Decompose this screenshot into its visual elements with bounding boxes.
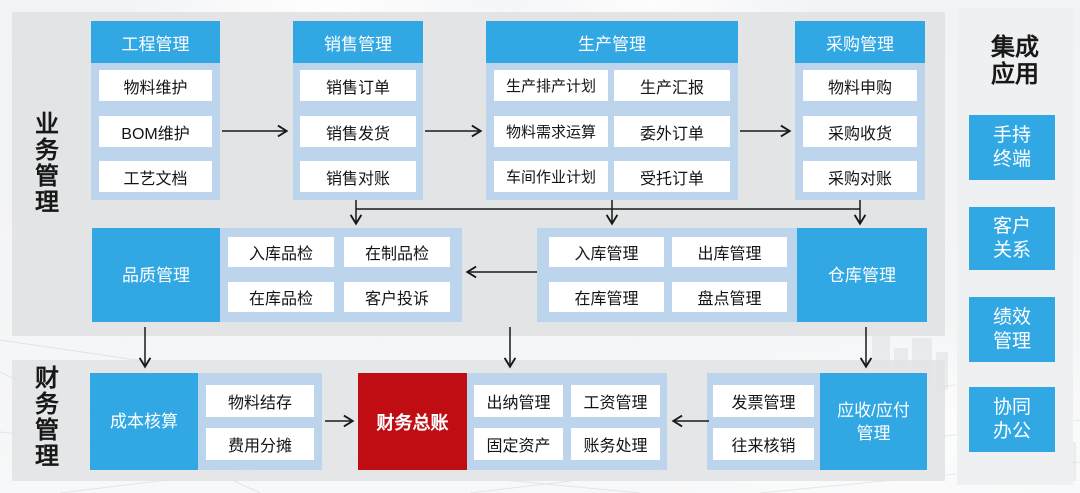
quality-management-box: 品质管理 xyxy=(92,228,220,322)
module-box: 委外订单 xyxy=(614,116,730,147)
warehouse-management-box: 仓库管理 xyxy=(797,228,927,322)
module-box: 受托订单 xyxy=(614,161,730,192)
module-box: 出纳管理 xyxy=(474,385,563,417)
app-label-line: 协同 xyxy=(992,396,1031,418)
integration-title-line1: 集成 xyxy=(991,34,1039,61)
integration-title: 集成 应用 xyxy=(957,32,1073,90)
column-header-sales: 销售管理 xyxy=(293,21,423,63)
module-box: 在制品检 xyxy=(344,237,450,267)
app-customer-relations: 客户 关系 xyxy=(969,207,1055,270)
module-box: 车间作业计划 xyxy=(494,161,608,192)
module-box: 入库管理 xyxy=(549,237,664,267)
app-label-line: 管理 xyxy=(992,330,1031,352)
general-ledger-box: 财务总账 xyxy=(358,373,467,470)
module-box: 物料申购 xyxy=(803,70,917,101)
module-box: 物料结存 xyxy=(206,385,314,417)
app-collaborative-office: 协同 办公 xyxy=(969,387,1055,452)
receivable-payable-line1: 应收/应付 xyxy=(837,400,910,420)
module-box: 盘点管理 xyxy=(672,282,787,312)
module-box: 往来核销 xyxy=(713,428,814,460)
module-box: 在库品检 xyxy=(228,282,334,312)
section-title-business: 业务管理 xyxy=(35,111,59,216)
module-box: 工资管理 xyxy=(571,385,660,417)
module-box: 生产汇报 xyxy=(614,70,730,101)
receivable-payable-box: 应收/应付 管理 xyxy=(820,373,927,470)
module-box: 客户投诉 xyxy=(344,282,450,312)
module-box: 采购收货 xyxy=(803,116,917,147)
module-box: 工艺文档 xyxy=(99,161,212,192)
module-box: 销售对账 xyxy=(300,161,416,192)
module-box: 在库管理 xyxy=(549,282,664,312)
section-title-finance: 财务管理 xyxy=(35,365,59,470)
app-label-line: 终端 xyxy=(992,148,1031,170)
module-box: 固定资产 xyxy=(474,428,563,460)
module-box: 销售订单 xyxy=(300,70,416,101)
module-box: 生产排产计划 xyxy=(494,70,608,101)
module-box: 发票管理 xyxy=(713,385,814,417)
module-box: 费用分摊 xyxy=(206,428,314,460)
module-box: BOM维护 xyxy=(99,116,212,147)
module-box: 销售发货 xyxy=(300,116,416,147)
app-label-line: 手持 xyxy=(992,124,1031,146)
module-box: 物料需求运算 xyxy=(494,116,608,147)
cost-accounting-box: 成本核算 xyxy=(90,373,198,470)
column-header-procurement: 采购管理 xyxy=(795,21,925,63)
module-box: 入库品检 xyxy=(228,237,334,267)
module-box: 物料维护 xyxy=(99,70,212,101)
app-label-line: 关系 xyxy=(992,239,1031,261)
module-box: 账务处理 xyxy=(571,428,660,460)
receivable-payable-line2: 管理 xyxy=(856,423,891,443)
integration-title-line2: 应用 xyxy=(991,61,1039,88)
module-box: 采购对账 xyxy=(803,161,917,192)
module-box: 出库管理 xyxy=(672,237,787,267)
app-performance-management: 绩效 管理 xyxy=(969,297,1055,362)
app-label-line: 办公 xyxy=(992,420,1031,442)
app-label-line: 绩效 xyxy=(992,306,1031,328)
app-label-line: 客户 xyxy=(992,215,1031,237)
column-header-engineering: 工程管理 xyxy=(91,21,220,63)
app-handheld-terminal: 手持 终端 xyxy=(969,115,1055,180)
column-header-production: 生产管理 xyxy=(486,21,738,63)
